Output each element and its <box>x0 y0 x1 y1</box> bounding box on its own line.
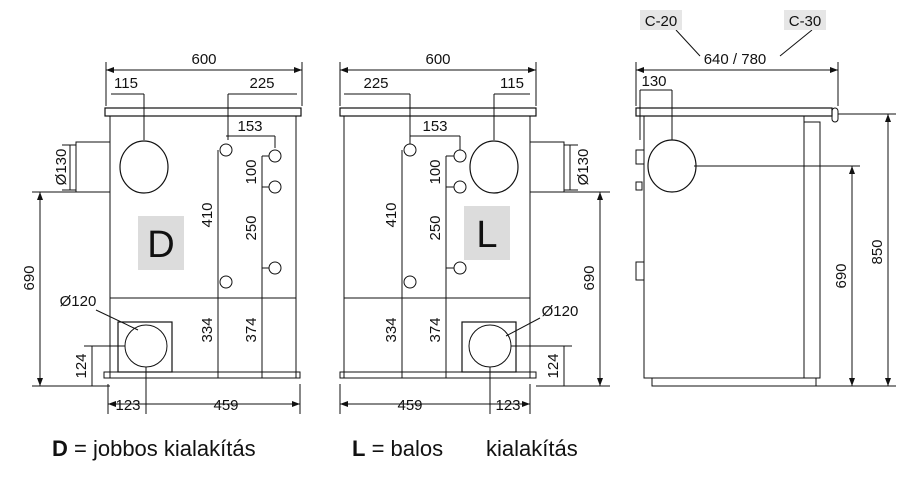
l-153-label: 153 <box>422 118 447 135</box>
d-width-label: 600 <box>191 51 216 68</box>
c20-tag-bg <box>640 10 682 30</box>
side-690-label: 690 <box>833 263 850 288</box>
d-130-dia-label: Ø130 <box>53 149 70 186</box>
l-letter: L <box>476 214 497 256</box>
l-letter-bg <box>464 206 510 260</box>
side-view <box>635 29 896 387</box>
l-123-label: 123 <box>495 397 520 414</box>
side-width-label: 640 / 780 <box>704 51 767 68</box>
c30-tag-bg <box>784 10 826 30</box>
l-120-dia-label: Ø120 <box>542 303 579 320</box>
d-123-label: 123 <box>115 397 140 414</box>
arrowheads <box>37 67 891 407</box>
technical-drawing: 600 115 225 153 Ø130 100 410 250 690 Ø12… <box>21 10 896 414</box>
c30-tag: C-30 <box>789 13 822 30</box>
d-top-right-label: 225 <box>249 75 274 92</box>
side-130-label: 130 <box>641 73 666 90</box>
d-334-label: 334 <box>199 317 216 342</box>
legend-left-hand-suffix: kialakítás <box>486 436 578 462</box>
l-top-left-label: 225 <box>363 75 388 92</box>
l-250-label: 250 <box>427 215 444 240</box>
legend-d-text: = jobbos kialakítás <box>67 436 256 461</box>
l-459-label: 459 <box>397 397 422 414</box>
l-410-label: 410 <box>383 202 400 227</box>
legend-left-hand: L = balos <box>352 436 443 462</box>
l-width-label: 600 <box>425 51 450 68</box>
d-690-label: 690 <box>21 265 38 290</box>
l-124-label: 124 <box>545 353 562 378</box>
d-153-label: 153 <box>237 118 262 135</box>
d-124-label: 124 <box>73 353 90 378</box>
legend-d-key: D <box>52 436 68 461</box>
legend-l-key: L <box>352 436 366 461</box>
d-letter: D <box>147 224 174 266</box>
side-850-label: 850 <box>869 239 886 264</box>
d-410-label: 410 <box>199 202 216 227</box>
l-374-label: 374 <box>427 317 444 342</box>
legend-right-hand: D = jobbos kialakítás <box>52 436 256 462</box>
d-459-label: 459 <box>213 397 238 414</box>
l-334-label: 334 <box>383 317 400 342</box>
d-374-label: 374 <box>243 317 260 342</box>
l-690-label: 690 <box>581 265 598 290</box>
d-120-dia-label: Ø120 <box>60 293 97 310</box>
l-front-view <box>339 62 610 414</box>
d-top-left-label: 115 <box>114 75 138 92</box>
l-130-dia-label: Ø130 <box>575 149 592 186</box>
l-top-right-label: 115 <box>500 75 524 92</box>
d-250-label: 250 <box>243 215 260 240</box>
legend-l-text2: kialakítás <box>486 436 578 461</box>
legend-l-text: = balos <box>365 436 444 461</box>
l-100-label: 100 <box>427 159 444 184</box>
c20-tag: C-20 <box>645 13 678 30</box>
d-front-view <box>32 62 303 414</box>
d-100-label: 100 <box>243 159 260 184</box>
d-letter-bg <box>138 216 184 270</box>
